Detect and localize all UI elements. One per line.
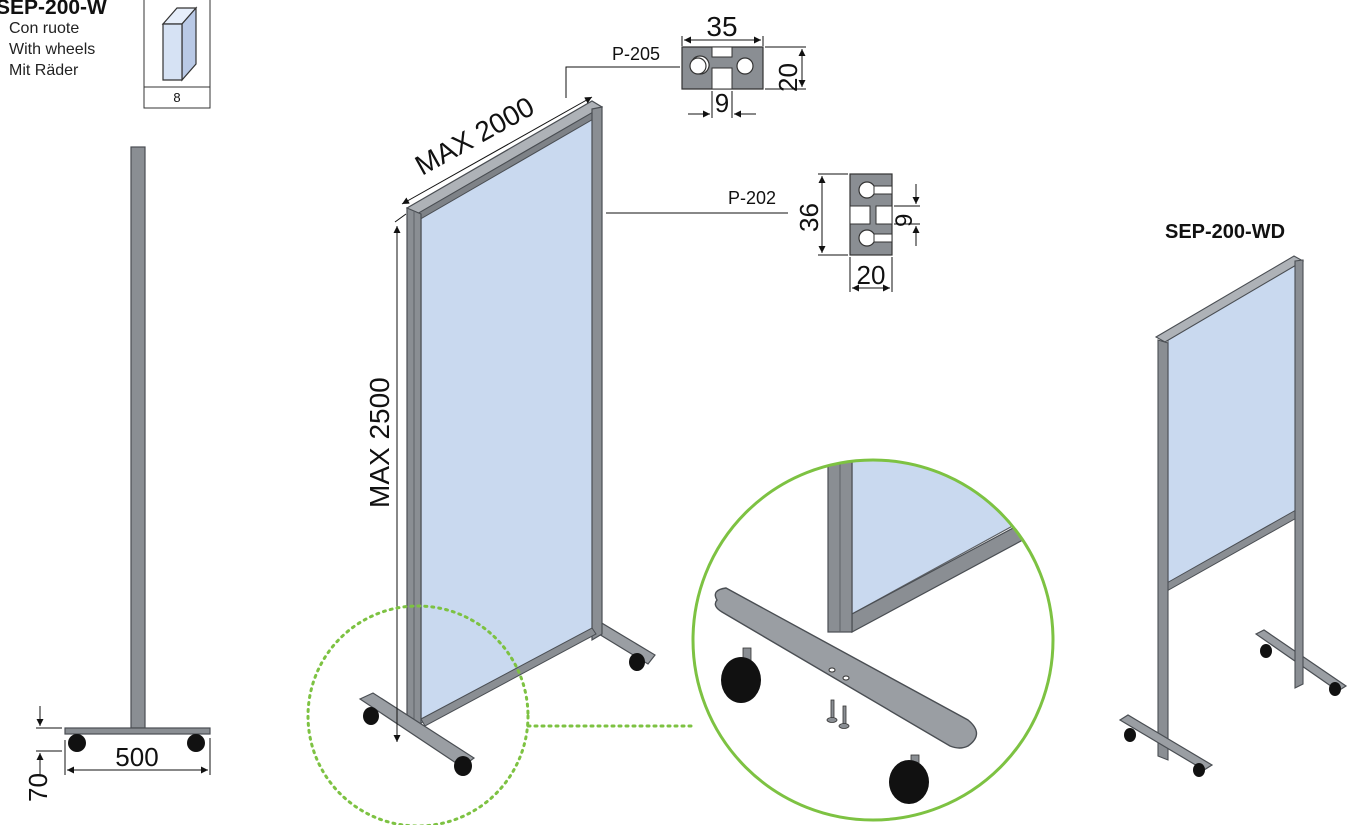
product-code: SEP-200-W — [0, 0, 107, 19]
desc-line-de: Mit Räder — [9, 62, 79, 79]
detail-wheel-left — [721, 647, 761, 703]
detail-callout — [306, 458, 1055, 825]
profile-p205-width: 35 — [706, 11, 737, 42]
detail-zoom-circle — [691, 458, 1055, 822]
profile-p202-slot: 9 — [891, 214, 918, 227]
profile-p205-name: P-205 — [612, 44, 660, 64]
side-wheel-left — [68, 734, 86, 752]
main-glass-panel — [420, 112, 599, 724]
detail-wheel-right — [889, 754, 929, 804]
package-panel-icon — [161, 6, 198, 82]
profile-p202-width: 20 — [857, 260, 886, 290]
side-wheel-right — [187, 734, 205, 752]
product-title-block: SEP-200-W Con ruote With wheels Mit Räde… — [0, 0, 107, 79]
variant-code: SEP-200-WD — [1165, 221, 1285, 243]
dim-foot-height: 70 — [23, 773, 53, 802]
main-wheel-back — [629, 653, 645, 671]
profile-p205-slot: 9 — [715, 88, 729, 118]
package-count: 8 — [173, 90, 180, 105]
dim-max-height: MAX 2500 — [364, 377, 395, 508]
main-wheel-front-left — [363, 707, 379, 725]
detail-screws — [826, 699, 850, 729]
profile-p202-name: P-202 — [728, 188, 776, 208]
package-box: 8 — [143, 0, 211, 109]
dim-foot-length: 500 — [115, 742, 158, 772]
desc-line-it: Con ruote — [9, 20, 79, 37]
side-view-panel: 70 500 — [23, 146, 211, 802]
profile-p202: P-202 36 9 20 — [728, 173, 920, 292]
desc-line-en: With wheels — [9, 41, 95, 58]
main-panel-view: MAX 2000 MAX 2500 — [358, 66, 788, 776]
main-wheel-front-right — [454, 756, 472, 776]
detail-source-circle — [306, 604, 530, 825]
profile-p202-height: 36 — [794, 203, 824, 232]
profile-p205: P-205 35 20 9 — [612, 11, 806, 118]
profile-p205-height: 20 — [773, 63, 803, 92]
variant-panel-view: SEP-200-WD — [1118, 221, 1348, 777]
detail-zoom-content — [693, 460, 1053, 820]
